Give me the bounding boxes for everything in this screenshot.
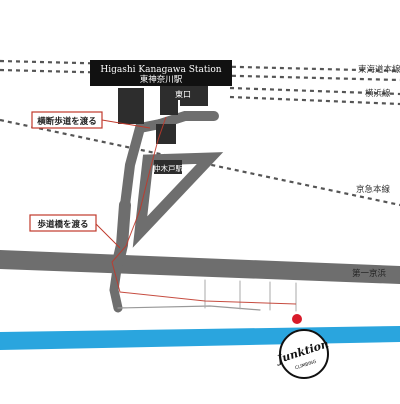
street-from-exit-b: [120, 119, 165, 210]
station-block-small: [156, 124, 176, 144]
station-block-left: [118, 88, 144, 124]
footbridge-note-box: [29, 214, 97, 232]
crosswalk-note: 横断歩道を渡る: [36, 116, 97, 127]
street-from-exit: [155, 111, 219, 129]
street-diagonal: [117, 305, 261, 311]
label-keikyu: 京急本線: [356, 184, 391, 195]
street-to-road: [112, 199, 131, 268]
nakakido-box: [154, 160, 182, 174]
destination-marker: [292, 314, 302, 324]
exit-east-box: [170, 86, 196, 100]
station-name-en: Higashi Kanagawa Station: [100, 65, 221, 75]
footbridge-pointer: [95, 223, 121, 249]
label-yokohama: 横浜線: [365, 88, 391, 99]
street-south-a: [109, 257, 123, 313]
exit-east-label: 東口: [175, 89, 191, 99]
junktion-logo: Junktion CLIMBING: [274, 329, 330, 379]
station-name-ja: 東神奈川駅: [140, 74, 183, 85]
label-daiichi-keihin: 第一京浜: [352, 268, 387, 279]
station-label-box: [90, 60, 232, 86]
label-tokaido: 東海道本線: [358, 64, 400, 75]
river: [0, 326, 400, 350]
route-line: [111, 116, 297, 305]
footbridge-note: 歩道橋を渡る: [37, 219, 88, 230]
nakakido-label: 仲木戸駅: [153, 163, 183, 173]
road-daiichi-keihin: [0, 250, 400, 284]
crosswalk-pointer: [101, 119, 151, 129]
local-streets: [109, 111, 297, 313]
logo-circle: [279, 329, 329, 379]
